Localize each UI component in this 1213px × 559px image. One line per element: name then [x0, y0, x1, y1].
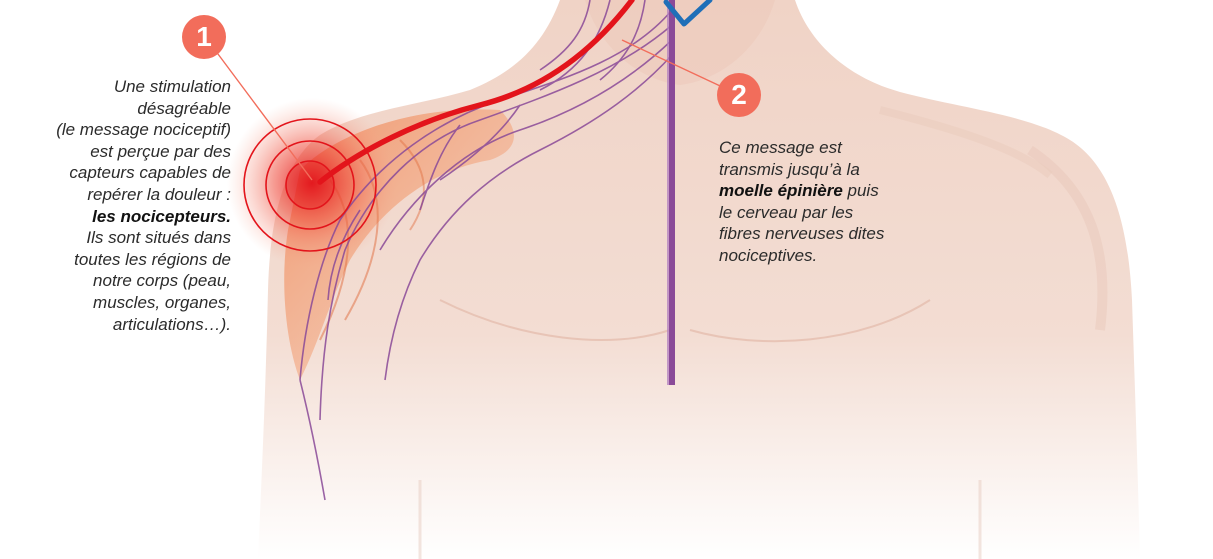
step-1-caption: Une stimulation désagréable (le message …: [56, 76, 231, 335]
nociceptors-term: les nocicepteurs.: [92, 207, 231, 226]
torso-silhouette: [258, 0, 1140, 559]
step-2-caption: Ce message est transmis jusqu’à la moell…: [719, 137, 884, 267]
spinal-cord-term: moelle épinière: [719, 181, 843, 200]
step-1-badge: 1: [182, 15, 226, 59]
step-2-badge: 2: [717, 73, 761, 117]
